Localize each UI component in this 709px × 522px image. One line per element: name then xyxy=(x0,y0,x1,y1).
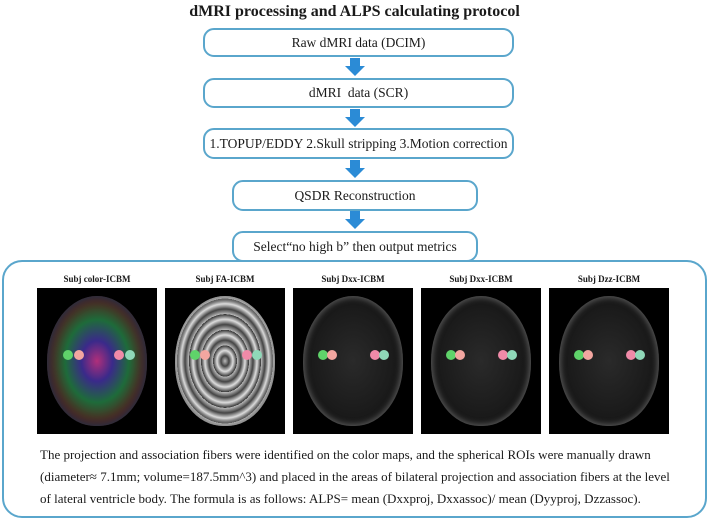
roi-association-left xyxy=(574,350,584,360)
roi-projection-left xyxy=(74,350,84,360)
roi-projection-left xyxy=(327,350,337,360)
brain-image xyxy=(421,288,541,434)
figure-dzz-map: Subj Dzz-ICBM xyxy=(549,272,669,434)
step-label: QSDR Reconstruction xyxy=(294,187,416,203)
roi-association-left xyxy=(318,350,328,360)
brain-image xyxy=(549,288,669,434)
roi-association-right xyxy=(507,350,517,360)
figure-label: Subj color-ICBM xyxy=(63,274,131,284)
roi-association-right xyxy=(635,350,645,360)
diagram-title: dMRI processing and ALPS calculating pro… xyxy=(189,3,520,20)
step-raw-dmri: Raw dMRI data (DCIM) xyxy=(203,28,514,57)
step-preprocessing: 1.TOPUP/EDDY 2.Skull stripping 3.Motion … xyxy=(203,128,514,159)
figure-fa-map: Subj FA-ICBM xyxy=(165,272,285,434)
figure-dxx-map-2: Subj Dxx-ICBM xyxy=(421,272,541,434)
figure-label: Subj Dxx-ICBM xyxy=(449,274,513,284)
roi-projection-left xyxy=(583,350,593,360)
figure-label: Subj Dxx-ICBM xyxy=(321,274,385,284)
roi-projection-right xyxy=(114,350,124,360)
roi-association-left xyxy=(190,350,200,360)
step-output-metrics: Select“no high b” then output metrics xyxy=(232,231,478,262)
roi-association-right xyxy=(252,350,262,360)
roi-association-right xyxy=(125,350,135,360)
step-qsdr-reconstruction: QSDR Reconstruction xyxy=(232,180,478,211)
caption-text: The projection and association fibers we… xyxy=(40,447,670,506)
step-label: Raw dMRI data (DCIM) xyxy=(291,34,426,50)
brain-image xyxy=(165,288,285,434)
step-label: dMRI data (SCR) xyxy=(308,85,409,100)
roi-projection-left xyxy=(200,350,210,360)
roi-projection-right xyxy=(498,350,508,360)
brain-image xyxy=(37,288,157,434)
step-label: 1.TOPUP/EDDY 2.Skull stripping 3.Motion … xyxy=(209,135,508,151)
step-label: Select“no high b” then output metrics xyxy=(253,238,457,254)
roi-projection-left xyxy=(455,350,465,360)
step-dmri-scr: dMRI data (SCR) xyxy=(203,78,514,108)
roi-association-left xyxy=(63,350,73,360)
figure-color-map: Subj color-ICBM xyxy=(37,272,157,434)
roi-projection-right xyxy=(242,350,252,360)
roi-projection-right xyxy=(626,350,636,360)
roi-association-left xyxy=(446,350,456,360)
brain-image xyxy=(293,288,413,434)
roi-projection-right xyxy=(370,350,380,360)
figure-dxx-map-1: Subj Dxx-ICBM xyxy=(293,272,413,434)
figure-label: Subj Dzz-ICBM xyxy=(577,274,641,284)
roi-association-right xyxy=(379,350,389,360)
figure-label: Subj FA-ICBM xyxy=(195,274,255,284)
